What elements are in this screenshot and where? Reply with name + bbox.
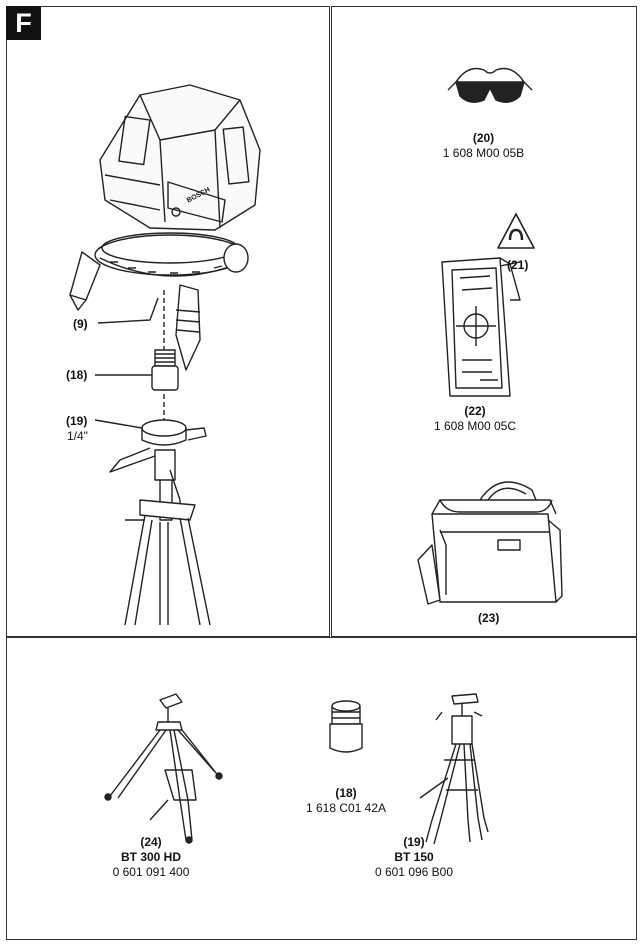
bt300-model: BT 300 HD (120, 850, 182, 864)
bt300-number: 0 601 091 400 (112, 865, 190, 879)
glasses-caption: (20) 1 608 M00 05B (431, 131, 536, 161)
target-plate-number: 1 608 M00 05C (433, 419, 517, 433)
bt150-model: BT 150 (394, 850, 434, 864)
bt150-ref: (19) (403, 835, 425, 849)
target-plate-ref: (22) (464, 404, 486, 418)
figure-letter-badge: F (6, 6, 41, 40)
bt300-ref: (24) (140, 835, 162, 849)
adapter-ref-label: (18) (66, 368, 88, 382)
adapter-icon (329, 700, 363, 753)
magnet-ref-label: (21) (507, 258, 529, 272)
tripod-bt150-icon (419, 693, 489, 845)
tripod-thread-label: 1/4" (67, 429, 88, 443)
magnet-warning-icon (497, 213, 535, 249)
adapter-bottom-number: 1 618 C01 42A (305, 801, 387, 815)
glasses-icon (447, 67, 533, 103)
glasses-number: 1 608 M00 05B (442, 146, 525, 160)
glasses-ref: (20) (472, 131, 495, 145)
bt150-number: 0 601 096 B00 (374, 865, 454, 879)
tripod-ref-label: (19) (66, 414, 88, 428)
bag-ref-label: (23) (478, 611, 500, 625)
panel-tripods (6, 637, 637, 940)
bt150-caption: (19) BT 150 0 601 096 B00 (359, 835, 469, 880)
target-plate-caption: (22) 1 608 M00 05C (420, 404, 530, 434)
adapter-bottom-ref: (18) (335, 786, 357, 800)
adapter-bottom-caption: (18) 1 618 C01 42A (291, 786, 401, 816)
tripod-bt300-icon (104, 693, 223, 844)
bt300-caption: (24) BT 300 HD 0 601 091 400 (96, 835, 206, 880)
panel-accessories (331, 6, 637, 637)
laser-level-ref-label: (9) (73, 317, 88, 331)
panel-laser-setup (6, 6, 330, 637)
